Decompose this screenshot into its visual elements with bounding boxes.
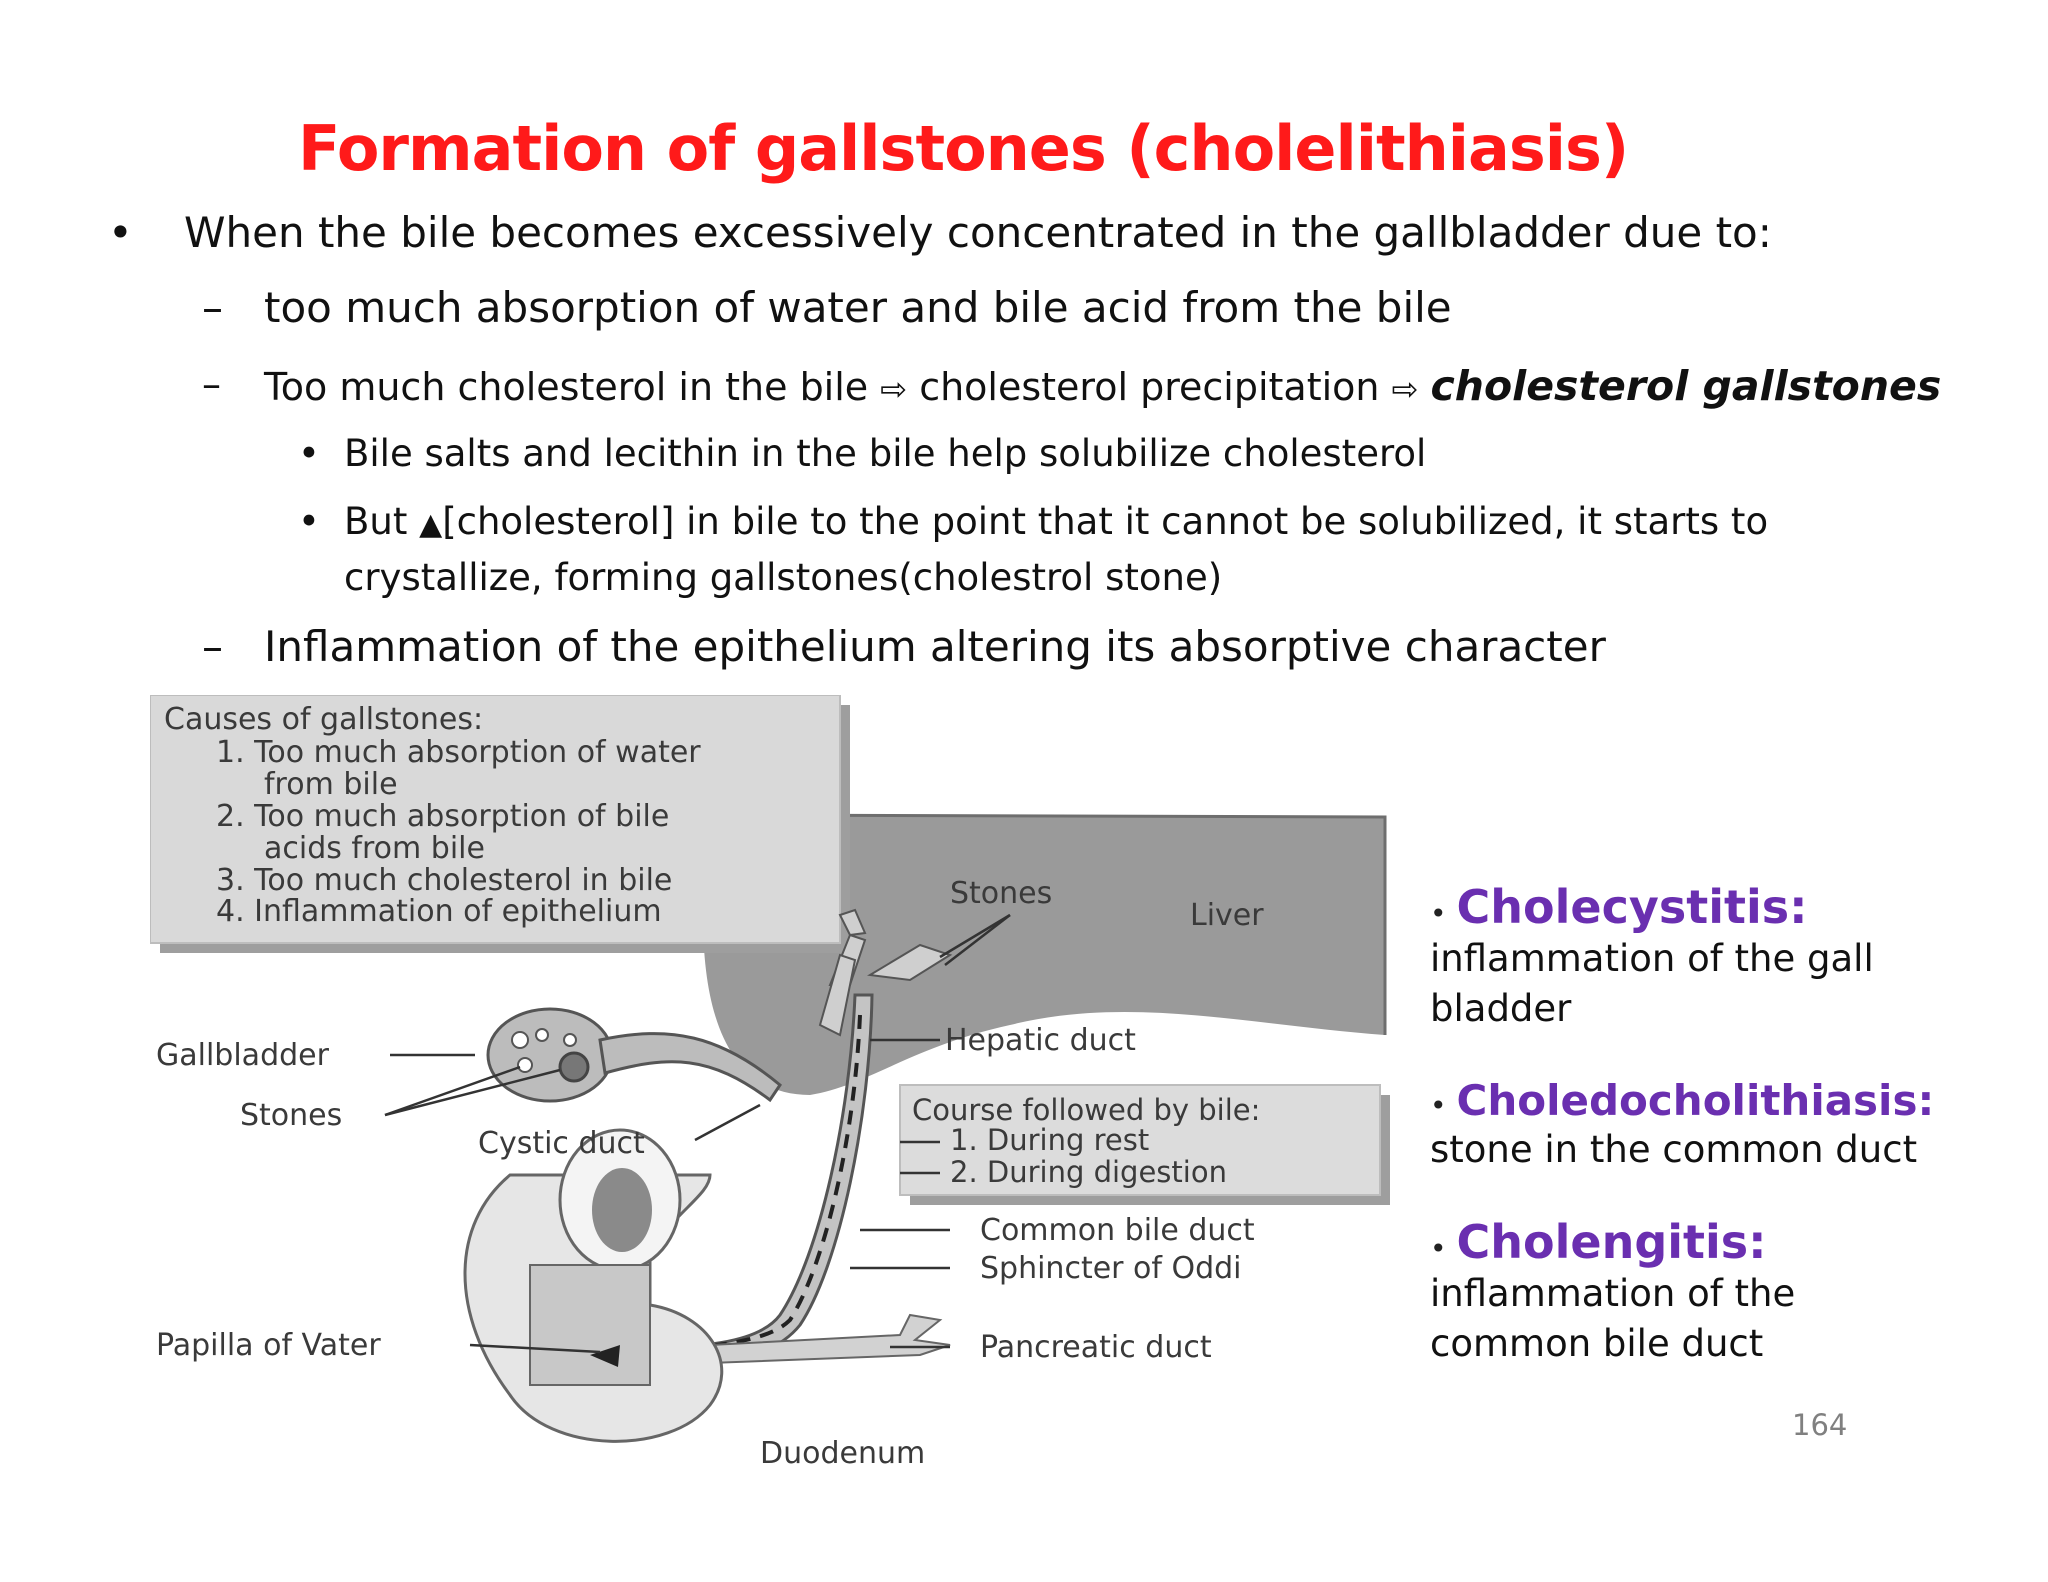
sub-bullet-3: – Inflammation of the epithelium alterin… xyxy=(202,622,1606,671)
definition-cholecystitis: • Cholecystitis: inflammation of the gall… xyxy=(1430,880,2030,1034)
bullet-dot: • xyxy=(108,208,133,257)
cause-1: 1. Too much absorption of water xyxy=(216,735,701,770)
label-pancreatic-duct: Pancreatic duct xyxy=(980,1330,1212,1365)
sub-bullet-2-part-b: cholesterol precipitation xyxy=(919,365,1380,409)
definition-desc: inflammation of the gall xyxy=(1430,937,1874,980)
label-liver: Liver xyxy=(1190,898,1264,933)
cause-2: 2. Too much absorption of bile xyxy=(216,799,669,834)
label-stones-top: Stones xyxy=(950,876,1052,911)
right-arrow-icon: ⇨ xyxy=(1391,370,1419,408)
slide-title: Formation of gallstones (cholelithiasis) xyxy=(298,112,1629,185)
cause-1-cont: from bile xyxy=(264,767,398,802)
course-digestion: 2. During digestion xyxy=(950,1155,1227,1189)
label-papilla-of-vater: Papilla of Vater xyxy=(156,1328,381,1363)
sub-bullet-3-text: Inflammation of the epithelium altering … xyxy=(264,622,1606,671)
point-2-part-b: [cholesterol] in bile to the point that … xyxy=(442,500,1769,543)
point-1-text: Bile salts and lecithin in the bile help… xyxy=(344,432,1427,475)
bullet-dot: • xyxy=(1430,1089,1447,1122)
bullet-dot: • xyxy=(1430,1232,1447,1265)
sub-bullet-2-part-a: Too much cholesterol in the bile xyxy=(264,365,869,409)
definition-cholengitis: • Cholengitis: inflammation of the common… xyxy=(1430,1215,2030,1369)
definition-choledocholithiasis: • Choledocholithiasis: stone in the commo… xyxy=(1430,1076,2030,1175)
duodenum-shape xyxy=(463,1128,724,1443)
definition-desc: common bile duct xyxy=(1430,1322,1764,1365)
label-gallbladder: Gallbladder xyxy=(156,1038,330,1073)
sub-bullet-1-text: too much absorption of water and bile ac… xyxy=(264,283,1452,332)
bullet-main-text: When the bile becomes excessively concen… xyxy=(184,208,1772,257)
sub-bullet-2: – Too much cholesterol in the bile ⇨ cho… xyxy=(202,362,1941,410)
point-2-continuation: crystallize, forming gallstones(cholestr… xyxy=(344,556,1223,599)
definition-term: Cholengitis: xyxy=(1456,1215,1767,1269)
gallbladder-shape xyxy=(486,1007,782,1103)
point-2-text: But ▲[cholesterol] in bile to the point … xyxy=(344,500,1768,543)
course-box: Course followed by bile: 1. During rest … xyxy=(899,1084,1390,1205)
definition-desc: bladder xyxy=(1430,987,1572,1030)
sub-bullet-2-emphasis: cholesterol gallstones xyxy=(1430,362,1942,410)
point-2-part-a: But xyxy=(344,500,408,543)
liver-shape xyxy=(703,815,1385,1095)
causes-box: Causes of gallstones: 1. Too much absorp… xyxy=(150,695,850,953)
bullet-dot: • xyxy=(298,432,320,475)
hepatic-duct-branches xyxy=(818,908,953,1037)
dash-marker: – xyxy=(202,362,221,406)
definition-term: Choledocholithiasis: xyxy=(1456,1076,1935,1125)
sub-bullet-1: – too much absorption of water and bile … xyxy=(202,283,1452,332)
label-cystic-duct: Cystic duct xyxy=(478,1126,645,1161)
cause-3: 3. Too much cholesterol in bile xyxy=(216,863,672,898)
cause-4: 4. Inflammation of epithelium xyxy=(216,894,662,929)
definition-desc: inflammation of the xyxy=(1430,1272,1796,1315)
label-duodenum: Duodenum xyxy=(760,1436,925,1471)
dash-marker: – xyxy=(202,622,223,671)
bullet-dot: • xyxy=(298,500,320,543)
definition-term: Cholecystitis: xyxy=(1456,880,1808,934)
up-arrow-icon: ▲ xyxy=(419,507,443,542)
dash-marker: – xyxy=(202,283,223,332)
causes-title: Causes of gallstones: xyxy=(164,702,483,737)
leader-lines xyxy=(384,913,1011,1354)
page-number: 164 xyxy=(1792,1408,1848,1442)
point-1: • Bile salts and lecithin in the bile he… xyxy=(298,432,1426,475)
label-hepatic-duct: Hepatic duct xyxy=(945,1023,1136,1058)
definition-desc: stone in the common duct xyxy=(1430,1128,1918,1171)
course-title: Course followed by bile: xyxy=(912,1093,1260,1127)
bullet-main: • When the bile becomes excessively conc… xyxy=(108,208,1772,257)
pancreatic-duct xyxy=(709,1313,951,1365)
label-sphincter-of-oddi: Sphincter of Oddi xyxy=(980,1251,1242,1286)
sub-bullet-2-text: Too much cholesterol in the bile ⇨ chole… xyxy=(264,362,1941,410)
label-common-bile-duct: Common bile duct xyxy=(980,1213,1255,1248)
point-2: • But ▲[cholesterol] in bile to the poin… xyxy=(298,500,1768,543)
label-stones-left: Stones xyxy=(240,1098,342,1133)
right-arrow-icon: ⇨ xyxy=(880,370,908,408)
cause-2-cont: acids from bile xyxy=(264,831,485,866)
biliary-system-diagram: Causes of gallstones: 1. Too much absorp… xyxy=(150,695,1390,1471)
course-rest: 1. During rest xyxy=(950,1123,1149,1157)
definitions-panel: • Cholecystitis: inflammation of the gall… xyxy=(1430,880,2030,1369)
bullet-dot: • xyxy=(1430,897,1447,930)
